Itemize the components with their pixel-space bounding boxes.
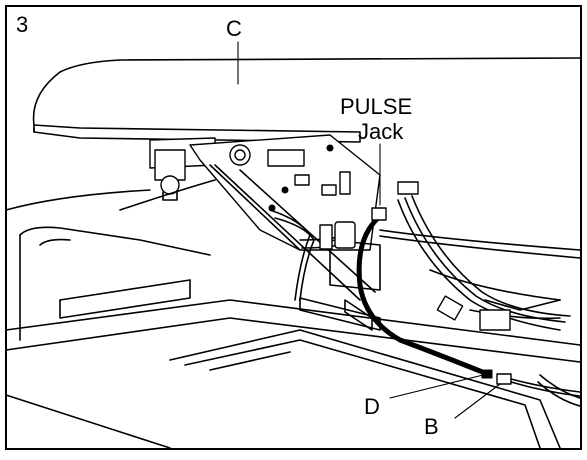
console-housing: [32, 41, 581, 143]
wire-bundle: [269, 209, 356, 301]
label-d-connector: D: [364, 394, 380, 419]
label-b-connector: B: [424, 414, 439, 439]
frame-border: [5, 5, 582, 450]
mount-bracket: [5, 137, 216, 211]
step-number: 3: [16, 12, 29, 37]
circuit-board: [189, 134, 381, 251]
label-jack: Jack: [358, 119, 404, 144]
base-tray: [5, 226, 581, 449]
label-c-console: C: [226, 16, 242, 41]
label-pulse: PULSE: [340, 94, 413, 119]
wire-harness-right: [379, 181, 581, 407]
connector-b: [496, 373, 581, 397]
leader-lines: [379, 143, 501, 419]
pulse-jack-cable: [356, 207, 493, 379]
